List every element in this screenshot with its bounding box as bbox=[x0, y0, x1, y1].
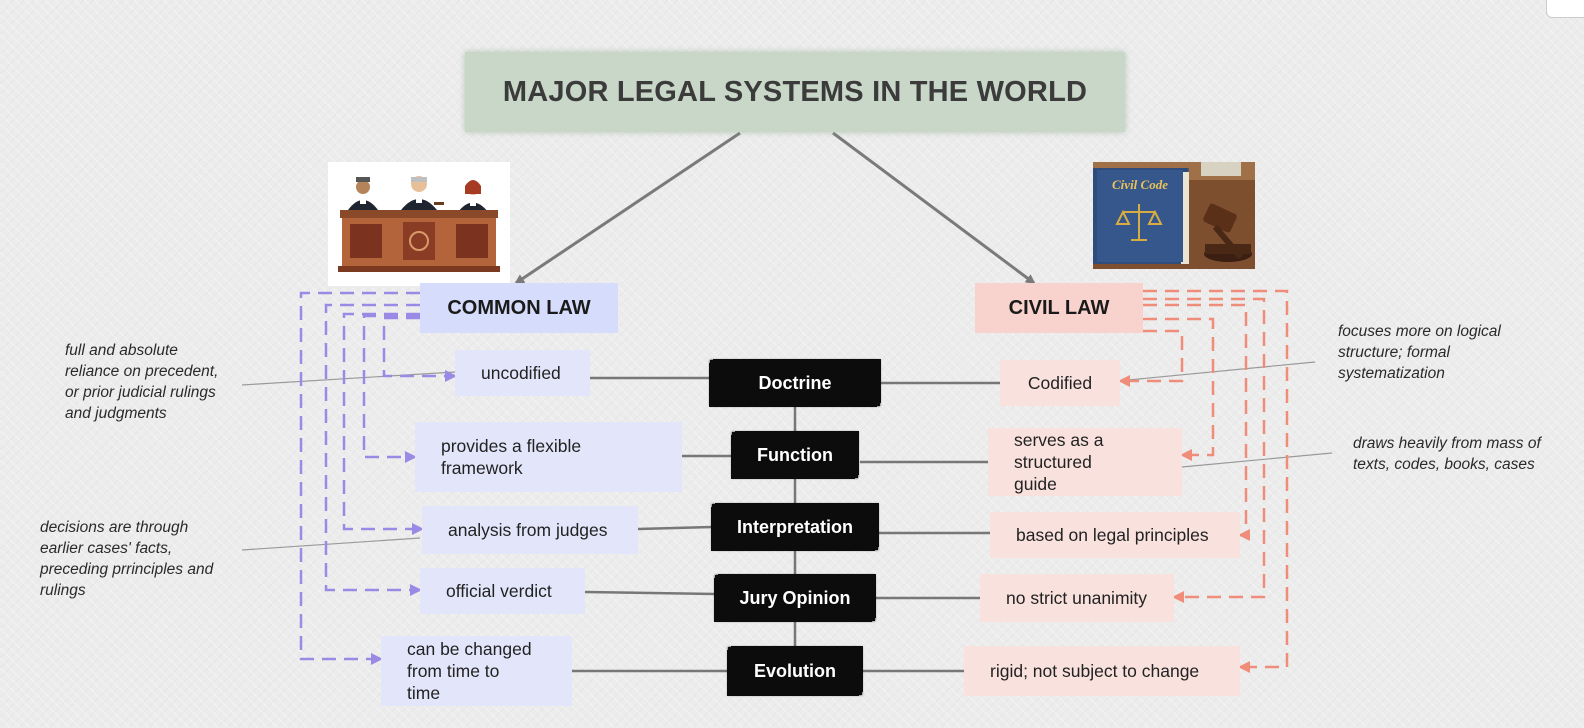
title-to-common-arrow bbox=[514, 131, 741, 285]
note-civil-texts: draws heavily from mass of texts, codes,… bbox=[1353, 435, 1541, 473]
civil-code-book-title: Civil Code bbox=[1112, 177, 1168, 192]
civil-law-item-interpretation: based on legal principles bbox=[990, 512, 1240, 558]
judges-bench-icon bbox=[328, 162, 510, 286]
common-law-item-doctrine: uncodified bbox=[455, 350, 590, 396]
aspect-function: Function bbox=[732, 432, 858, 478]
note-civil-structure: focuses more on logical structure; forma… bbox=[1338, 323, 1501, 382]
aspect-evolution: Evolution bbox=[728, 647, 862, 695]
civil-law-item-evolution: rigid; not subject to change bbox=[964, 646, 1240, 696]
civil-law-item-function: serves as a structured guide bbox=[988, 428, 1182, 496]
civil-law-item-jury-opinion: no strict unanimity bbox=[980, 574, 1174, 622]
gavel-icon bbox=[1203, 203, 1252, 262]
corner-panel-tab[interactable] bbox=[1546, 0, 1584, 18]
common-law-item-jury-opinion: official verdict bbox=[420, 568, 585, 614]
common-law-item-evolution: can be changed from time to time bbox=[381, 636, 572, 706]
common-law-item-function: provides a flexible framework bbox=[415, 422, 682, 492]
civil-law-header: CIVIL LAW bbox=[975, 283, 1143, 333]
aspect-doctrine: Doctrine bbox=[710, 360, 880, 406]
note-common-decisions: decisions are through earlier cases' fac… bbox=[40, 519, 214, 599]
common-law-item-interpretation: analysis from judges bbox=[422, 506, 638, 554]
aspect-jury-opinion: Jury Opinion bbox=[715, 575, 875, 621]
common-law-links bbox=[299, 291, 457, 665]
map-title: MAJOR LEGAL SYSTEMS IN THE WORLD bbox=[465, 52, 1125, 132]
civil-law-item-doctrine: Codified bbox=[1000, 360, 1120, 406]
common-law-header: COMMON LAW bbox=[420, 283, 618, 333]
title-to-civil-arrow bbox=[832, 131, 1036, 285]
note-common-precedent: full and absolute reliance on precedent,… bbox=[65, 342, 219, 422]
aspect-interpretation: Interpretation bbox=[712, 504, 878, 550]
title-arrows bbox=[514, 131, 1036, 285]
note-pointers bbox=[241, 361, 1333, 551]
civil-law-links bbox=[1118, 289, 1289, 673]
civil-code-book-icon: Civil Code bbox=[1093, 162, 1255, 269]
